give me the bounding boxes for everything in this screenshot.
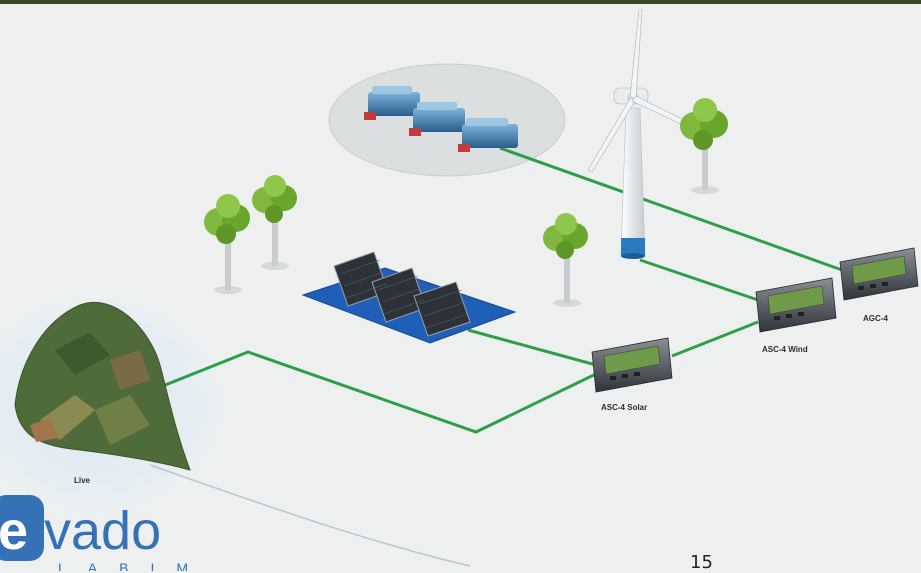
controller-asc4-solar [591,337,673,393]
solar-panel-array [301,251,517,344]
turbine-tower [620,107,646,256]
power-line [149,464,471,567]
terrain-map [14,302,191,471]
controller-agc4 [839,247,919,301]
line-gensets-to-main-controller [499,146,843,272]
controller-asc4-wind [755,277,837,333]
connection-lines [119,146,843,434]
genset-3 [458,118,518,152]
label-agc4: AGC-4 [863,314,888,323]
page-number: 15 [690,552,713,573]
solar-panel-3 [413,281,471,337]
logo-wordmark: vado [44,501,161,561]
line-solar-controller-to-wind-controller [671,320,759,358]
logo-e-letter: e [0,501,28,561]
genset-2 [409,102,465,136]
tree-2 [252,175,297,270]
label-asc4-solar: ASC-4 Solar [601,403,648,412]
line-grid-to-solar-controller [119,350,601,434]
logo-e-badge [0,495,44,561]
top-edge-strip [0,0,921,4]
tree-3 [543,213,588,307]
tree-1 [204,194,250,294]
genset-1 [364,86,420,120]
tree-4 [680,98,728,194]
logo-tagline: LABIM [58,560,210,571]
genset-units [364,86,518,152]
turbine-base [621,238,645,256]
label-asc4-wind: ASC-4 Wind [762,345,808,354]
evado-logo: e vado LABIM [0,495,210,571]
line-turbine-to-wind-controller [639,258,759,302]
label-grid-live: Live [74,476,91,485]
line-solar-panels-to-solar-controller [467,328,597,367]
turbine-blade-up [629,9,643,99]
